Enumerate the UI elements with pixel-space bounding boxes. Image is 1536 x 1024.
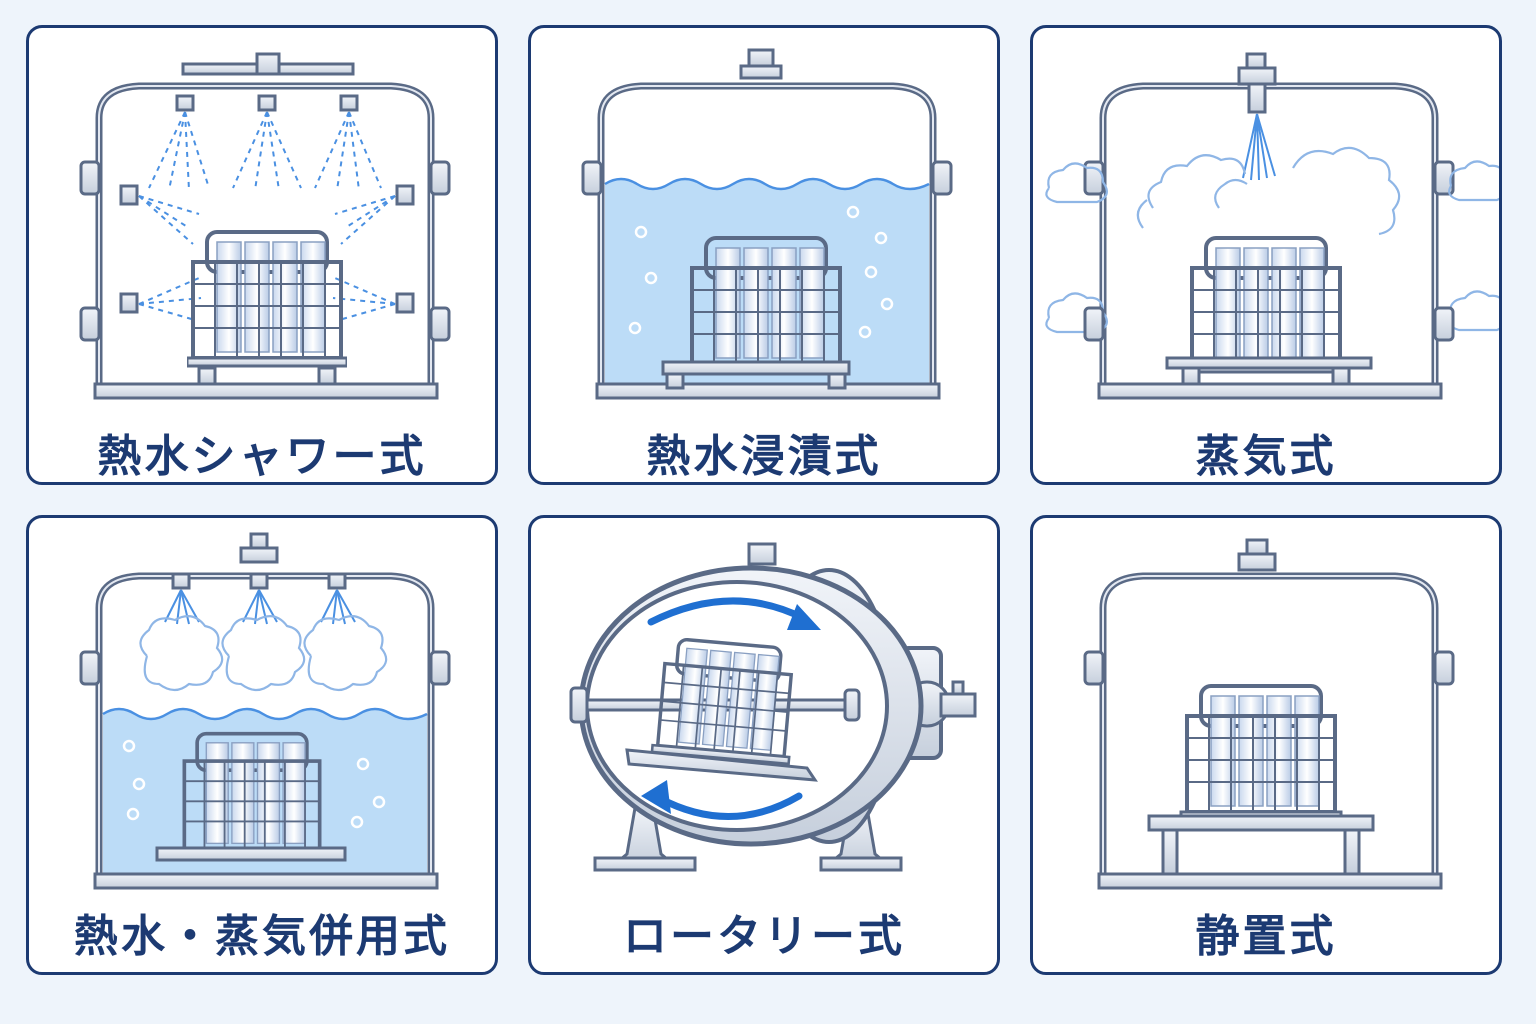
- hot-water-shower-retort-icon: [29, 52, 498, 485]
- method-label: 蒸気式: [1195, 431, 1337, 482]
- card-water-steam-combined: 熱水・蒸気併用式: [26, 515, 498, 975]
- card-static: 静置式: [1030, 515, 1502, 975]
- card-hot-water-immersion: 熱水浸漬式: [528, 25, 1000, 485]
- card-hot-water-shower: 熱水シャワー式: [26, 25, 498, 485]
- hot-water-immersion-retort-icon: [531, 48, 1000, 485]
- method-label: ロータリー式: [623, 911, 905, 962]
- steam-retort-icon: [1045, 52, 1499, 485]
- water-steam-combined-retort-icon: [29, 532, 498, 975]
- method-label: 静置式: [1195, 911, 1337, 962]
- method-label: 熱水・蒸気併用式: [74, 911, 450, 962]
- method-label: 熱水シャワー式: [97, 431, 427, 482]
- card-steam: 蒸気式: [1030, 25, 1502, 485]
- card-rotary: ロータリー式: [528, 515, 1000, 975]
- method-label: 熱水浸漬式: [646, 431, 882, 482]
- rotary-retort-icon: [569, 542, 977, 872]
- static-retort-icon: [1033, 538, 1502, 975]
